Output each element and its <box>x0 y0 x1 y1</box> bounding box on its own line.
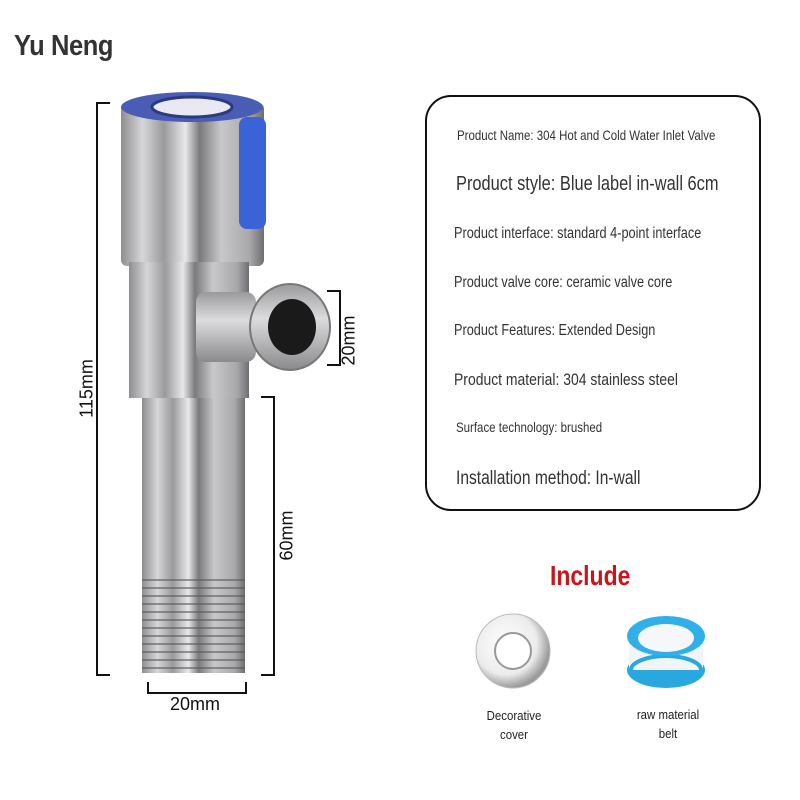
spec-features: Product Features: Extended Design <box>454 322 656 339</box>
ptfe-tape-icon <box>627 616 705 688</box>
spec-installation: Installation method: In-wall <box>456 468 641 489</box>
decorative-cover-icon <box>475 613 551 689</box>
spec-surface: Surface technology: brushed <box>456 419 603 435</box>
spec-interface: Product interface: standard 4-point inte… <box>454 225 702 242</box>
dimension-base-bracket <box>147 682 247 694</box>
include-title: Include <box>550 560 631 591</box>
include-item-line2: belt <box>658 726 678 741</box>
dimension-outlet-label: 20mm <box>338 315 359 366</box>
brand-title: Yu Neng <box>14 30 114 62</box>
spec-product-name: Product Name: 304 Hot and Cold Water Inl… <box>457 127 716 143</box>
dimension-outlet-bracket <box>327 290 341 366</box>
include-item-line2: cover <box>500 727 528 742</box>
valve-image <box>121 92 331 673</box>
spec-panel: Product Name: 304 Hot and Cold Water Inl… <box>425 95 761 511</box>
dimension-115-bracket <box>96 102 110 676</box>
dimension-60-label: 60mm <box>276 510 297 561</box>
spec-material: Product material: 304 stainless steel <box>454 370 678 389</box>
include-item-raw-material-belt: raw material belt <box>629 705 706 743</box>
spec-product-style: Product style: Blue label in-wall 6cm <box>456 173 719 195</box>
spec-valve-core: Product valve core: ceramic valve core <box>454 274 673 291</box>
include-item-line1: raw material <box>636 707 700 722</box>
dimension-60-bracket <box>261 396 275 676</box>
include-item-line1: Decorative <box>486 708 542 723</box>
include-item-decorative-cover: Decorative cover <box>477 706 551 744</box>
dimension-base-label: 20mm <box>170 694 221 714</box>
dimension-115-label: 115mm <box>76 359 97 418</box>
